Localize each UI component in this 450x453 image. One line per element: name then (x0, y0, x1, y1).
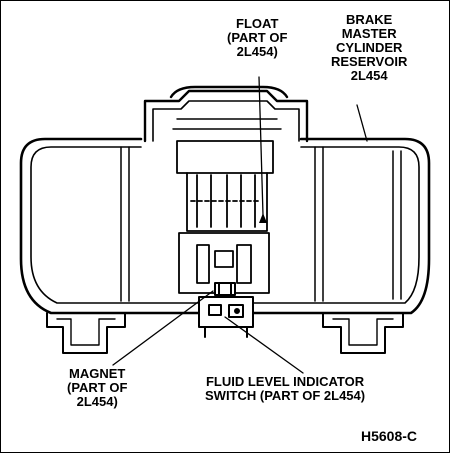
figure-code: H5608-C (361, 428, 418, 444)
magnet (214, 282, 236, 296)
fluid-level-switch (198, 296, 254, 338)
reservoir-label-line-4: RESERVOIR (331, 54, 408, 69)
switch-label-line-2: SWITCH (PART OF 2L454) (205, 388, 366, 403)
float-assembly (176, 140, 274, 294)
filler-cap (143, 85, 309, 143)
switch-label: FLUID LEVEL INDICATOR SWITCH (PART OF 2L… (205, 375, 365, 403)
magnet-label-line-3: 2L454) (76, 394, 118, 409)
switch-label-line-1: FLUID LEVEL INDICATOR (205, 374, 365, 389)
reservoir-label-line-3: CYLINDER (335, 40, 403, 55)
magnet-label-line-2: (PART OF (67, 380, 128, 395)
reservoir-label-line-2: MASTER (341, 26, 397, 41)
magnet-label: MAGNET (PART OF 2L454) (67, 367, 127, 409)
reservoir-label-line-5: 2L454 (350, 68, 388, 83)
float-label-line-3: 2L454) (236, 44, 278, 59)
reservoir-ribs (120, 146, 402, 302)
leader-lines (112, 76, 368, 374)
reservoir-label: BRAKE MASTER CYLINDER RESERVOIR 2L454 (331, 13, 407, 83)
float-label: FLOAT (PART OF 2L454) (227, 17, 287, 59)
float-label-line-1: FLOAT (236, 16, 279, 31)
float-label-line-2: (PART OF (227, 30, 288, 45)
magnet-label-line-1: MAGNET (69, 366, 126, 381)
reservoir-label-line-1: BRAKE (346, 12, 393, 27)
mounting-legs (46, 312, 404, 354)
